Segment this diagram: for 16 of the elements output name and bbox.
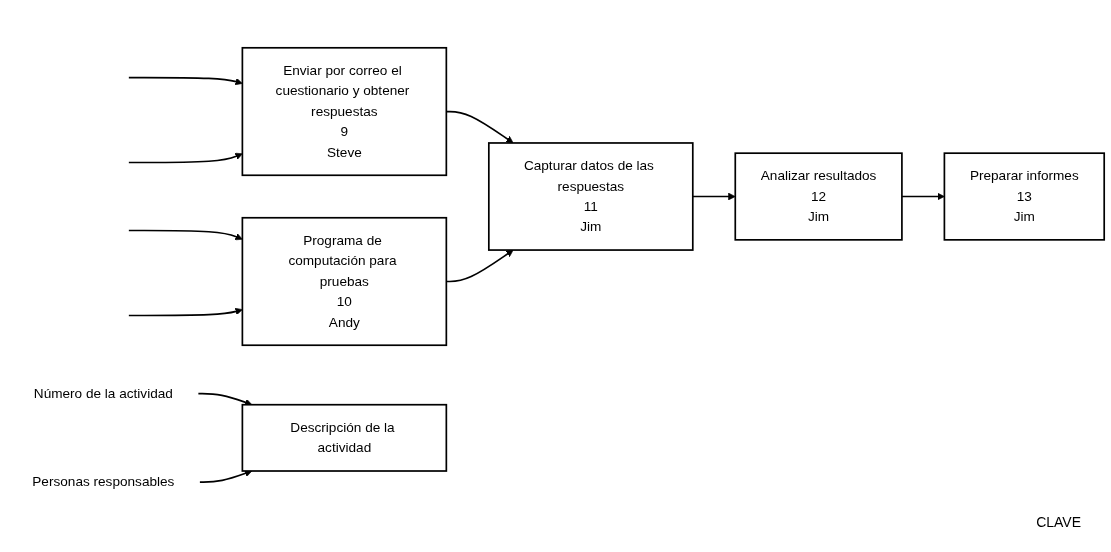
node-box: Capturar datos de las respuestas 11 Jim — [487, 141, 694, 251]
arrow — [128, 307, 243, 316]
arrow — [197, 392, 253, 406]
arrow — [901, 192, 945, 200]
node-box: Enviar por correo el cuestionario y obtener respuestas 9 Steve — [241, 46, 448, 176]
node-text: Número de la actividad — [33, 385, 173, 401]
arrow — [128, 229, 243, 240]
node-text: Personas responsables — [32, 474, 175, 489]
node-box: Preparar informes 13 Jim — [943, 151, 1106, 241]
node-box: Descripción de la actividad — [241, 403, 448, 472]
key-heading: CLAVE — [1036, 514, 1081, 530]
node-box: Analizar resultados 12 Jim — [734, 151, 903, 241]
arrow — [128, 76, 243, 85]
node-box: Programa de computación para pruebas 10 Andy — [241, 216, 448, 346]
arrow — [199, 469, 253, 483]
arrow — [128, 152, 243, 163]
